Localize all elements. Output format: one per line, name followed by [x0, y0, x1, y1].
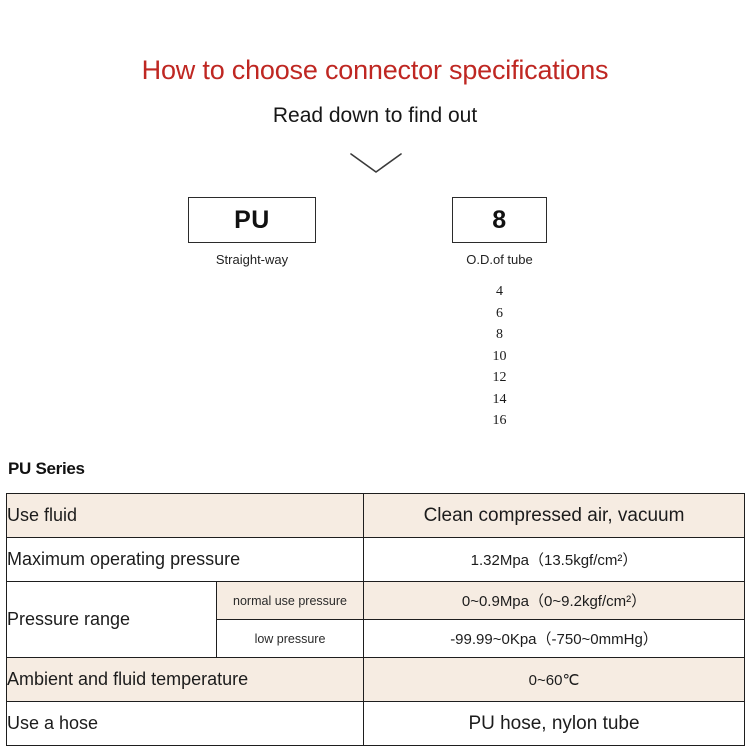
spec-label: Use fluid — [6, 493, 364, 538]
list-item[interactable]: 10 — [492, 348, 507, 364]
spec-value: -99.99~0Kpa（-750~0mmHg） — [363, 619, 745, 658]
page-subtitle: Read down to find out — [272, 104, 478, 127]
connector-type-caption: Straight-way — [215, 252, 289, 267]
spec-value: 0~60℃ — [363, 657, 745, 702]
spec-label: Ambient and fluid temperature — [6, 657, 364, 702]
chevron-down-icon — [348, 150, 404, 176]
spec-label: Pressure range — [6, 581, 217, 658]
spec-sub-label: low pressure — [216, 619, 364, 658]
spec-table: Use fluid Clean compressed air, vacuum M… — [6, 493, 745, 746]
series-heading: PU Series — [8, 459, 85, 478]
spec-value: Clean compressed air, vacuum — [363, 493, 745, 538]
spec-sub-label: normal use pressure — [216, 581, 364, 620]
list-item[interactable]: 16 — [492, 413, 507, 428]
spec-value: 1.32Mpa（13.5kgf/cm²） — [363, 537, 745, 582]
tube-size-list: 4 6 8 10 12 14 16 — [452, 281, 547, 432]
table-row: low pressure -99.99~0Kpa（-750~0mmHg） — [7, 619, 745, 658]
list-item[interactable]: 4 — [496, 284, 503, 299]
spec-value: 0~0.9Mpa（0~9.2kgf/cm²） — [363, 581, 745, 620]
list-item[interactable]: 12 — [492, 370, 507, 385]
table-row: Use a hose PU hose, nylon tube — [6, 701, 745, 746]
connector-type-box[interactable]: PU — [188, 197, 316, 243]
list-item[interactable]: 14 — [492, 391, 507, 407]
tube-od-box[interactable]: 8 — [452, 197, 547, 243]
page-title: How to choose connector specifications — [141, 55, 609, 85]
spec-label: Maximum operating pressure — [6, 537, 364, 582]
list-item[interactable]: 6 — [496, 305, 503, 321]
spec-label: Use a hose — [6, 701, 364, 746]
spec-value: PU hose, nylon tube — [363, 701, 745, 746]
table-row: Use fluid Clean compressed air, vacuum — [6, 493, 745, 538]
table-row: Maximum operating pressure 1.32Mpa（13.5k… — [6, 537, 745, 582]
table-row: Pressure range normal use pressure 0~0.9… — [6, 581, 745, 658]
list-item[interactable]: 8 — [496, 327, 503, 342]
tube-od-caption: O.D.of tube — [466, 252, 533, 267]
table-row: Ambient and fluid temperature 0~60℃ — [6, 657, 745, 702]
